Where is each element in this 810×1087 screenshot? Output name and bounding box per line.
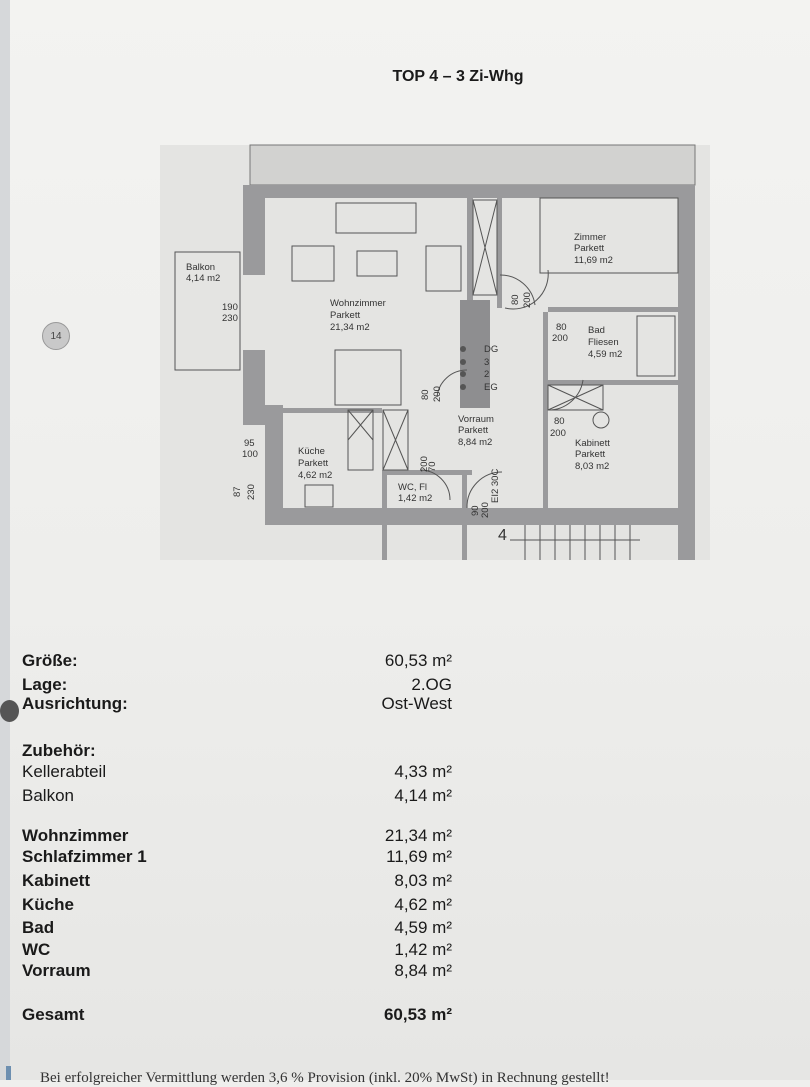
room-row: Wohnzimmer 21,34 m²: [22, 826, 452, 846]
room-row: Bad 4,59 m²: [22, 918, 452, 938]
fire-rating: EI2 30C: [490, 469, 501, 503]
value: 11,69 m²: [386, 847, 452, 866]
room-floor: Parkett: [458, 425, 488, 436]
dim: 200: [552, 333, 568, 344]
ink-blot: [0, 700, 19, 722]
value: 60,53 m²: [384, 651, 452, 670]
gesamt-row: Gesamt 60,53 m²: [22, 1005, 452, 1025]
room-name: Küche: [298, 446, 325, 457]
label: Küche: [22, 895, 74, 914]
dim: 90: [470, 505, 481, 516]
room-row: Küche 4,62 m²: [22, 895, 452, 915]
room-row: WC 1,42 m²: [22, 940, 452, 960]
dim: 70: [427, 461, 438, 472]
dim: 200: [480, 502, 491, 518]
dim: 80: [554, 416, 565, 427]
room-area: 1,42 m2: [398, 493, 432, 504]
dim: 80: [510, 294, 521, 305]
dim: 200: [432, 386, 443, 402]
shaft-label: EG: [484, 382, 498, 393]
room-area: 4,59 m2: [588, 349, 622, 360]
room-floor: Parkett: [298, 458, 328, 469]
room-name: Bad: [588, 325, 605, 336]
page-marker: 14: [42, 322, 70, 350]
value: 8,84 m²: [394, 961, 452, 980]
label: Bad: [22, 918, 55, 937]
room-name: Wohnzimmer: [330, 298, 386, 309]
zubehoer-row: Balkon 4,14 m²: [22, 786, 452, 806]
value: 4,14 m²: [394, 786, 452, 805]
value: 4,62 m²: [394, 895, 452, 914]
room-name: Balkon: [186, 262, 215, 273]
stair-number: 4: [498, 527, 507, 544]
label: Zubehör:: [22, 741, 96, 760]
room-area: 11,69 m2: [574, 255, 613, 266]
zubehoer-row: Kellerabteil 4,33 m²: [22, 762, 452, 782]
dim: 100: [242, 449, 258, 460]
outer-band: [249, 144, 696, 186]
room-area: 8,84 m2: [458, 437, 492, 448]
room-floor: Parkett: [330, 310, 360, 321]
value: 4,33 m²: [394, 762, 452, 781]
label: Ausrichtung:: [22, 694, 128, 713]
summary-ausrichtung: Ausrichtung: Ost-West: [22, 694, 452, 714]
room-area: 4,14 m2: [186, 273, 220, 284]
dim: 230: [246, 484, 257, 500]
shaft-label: 3: [484, 357, 489, 368]
room-floor: Parkett: [574, 243, 604, 254]
label: Lage:: [22, 675, 68, 694]
dim: 200: [522, 292, 533, 308]
plan-lines: [174, 197, 679, 560]
room-name: WC, Fl: [398, 482, 427, 493]
summary-lage: Lage: 2.OG: [22, 675, 452, 695]
room-row: Kabinett 8,03 m²: [22, 871, 452, 891]
value: 4,59 m²: [394, 918, 452, 937]
dim: 230: [222, 313, 238, 324]
label: Schlafzimmer 1: [22, 847, 147, 866]
summary-groesse: Größe: 60,53 m²: [22, 651, 452, 671]
dim: 200: [419, 456, 430, 472]
page-edge-mark: [6, 1066, 11, 1080]
room-row: Schlafzimmer 1 11,69 m²: [22, 847, 452, 867]
dim: 87: [232, 486, 243, 497]
shaft-label: 2: [484, 369, 489, 380]
walls: [243, 185, 695, 560]
dim: 190: [222, 302, 238, 313]
label: Kellerabteil: [22, 762, 107, 781]
value: 60,53 m²: [383, 1005, 452, 1024]
room-area: 21,34 m2: [330, 322, 370, 333]
room-name: Vorraum: [458, 414, 494, 425]
dim: 95: [244, 438, 255, 449]
shaft-label: DG: [484, 344, 498, 355]
room-area: 4,62 m2: [298, 470, 332, 481]
dim: 80: [420, 389, 431, 400]
room-name: Kabinett: [575, 438, 610, 449]
room-floor: Fliesen: [588, 337, 619, 348]
dim: 200: [550, 428, 566, 439]
label: Wohnzimmer: [22, 826, 129, 845]
label: Balkon: [22, 786, 74, 805]
room-row: Vorraum 8,84 m²: [22, 961, 452, 981]
page-title: TOP 4 – 3 Zi-Whg: [392, 68, 524, 85]
footer-note: Bei erfolgreicher Vermittlung werden 3,6…: [40, 1070, 610, 1086]
value: 21,34 m²: [384, 826, 452, 845]
page-edge: [0, 0, 10, 1080]
room-area: 8,03 m2: [575, 461, 609, 472]
value: 8,03 m²: [394, 871, 452, 890]
label: Vorraum: [22, 961, 91, 980]
value: Ost-West: [381, 694, 452, 713]
room-name: Zimmer: [574, 232, 606, 243]
value: 2.OG: [411, 675, 452, 694]
label: WC: [22, 940, 51, 959]
label: Größe:: [22, 651, 78, 670]
dim: 80: [556, 322, 567, 333]
label: Gesamt: [22, 1005, 85, 1024]
zubehoer-heading: Zubehör:: [22, 741, 452, 761]
shaft-markers: [460, 346, 466, 390]
label: Kabinett: [22, 871, 90, 890]
room-floor: Parkett: [575, 449, 605, 460]
value: 1,42 m²: [394, 940, 452, 959]
